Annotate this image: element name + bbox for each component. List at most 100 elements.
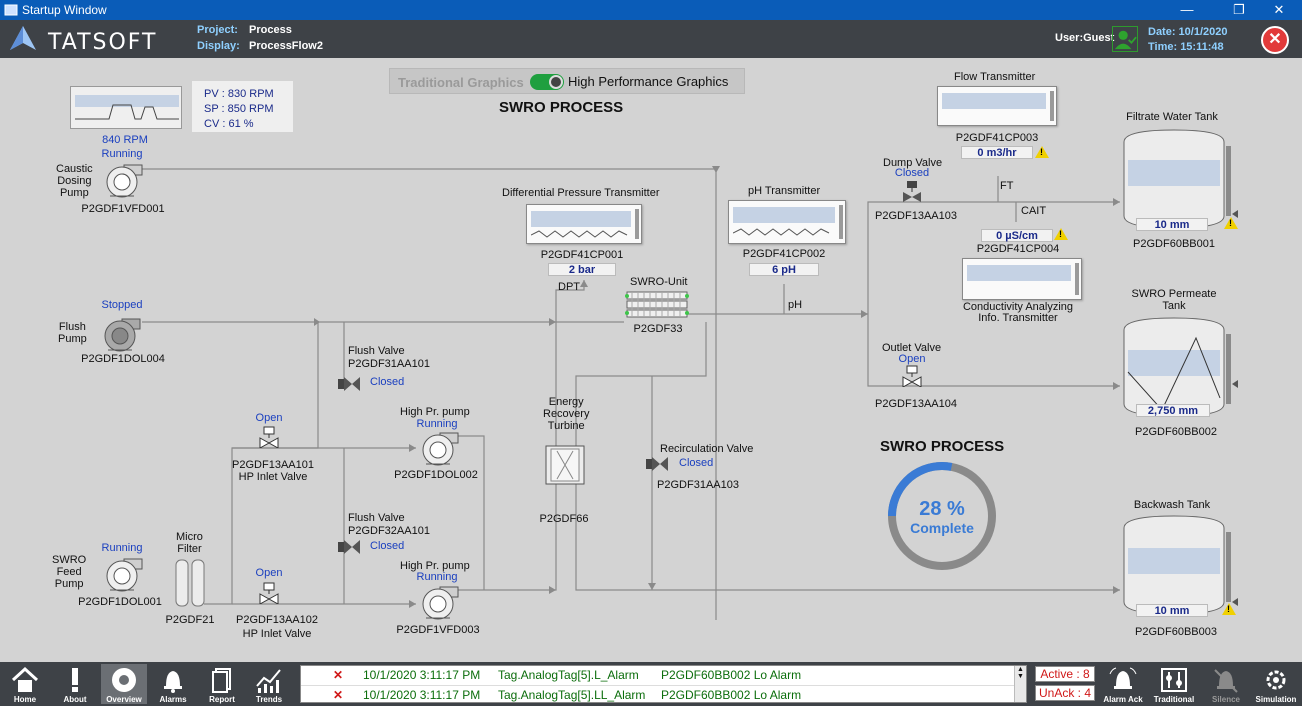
cv-value: CV : 61 % [204, 118, 254, 130]
flush-pump-icon[interactable] [98, 316, 142, 352]
exit-button[interactable]: ✕ [1261, 26, 1289, 54]
close-window-button[interactable]: ✕ [1273, 2, 1285, 17]
hp-inlet-valve-1-status: Open [255, 412, 283, 424]
recirc-valve-tag: P2GDF31AA103 [657, 479, 739, 491]
graphics-toggle[interactable]: Traditional Graphics High Performance Gr… [389, 68, 745, 94]
alarm-date: 10/1/2020 3:11:17 PM [363, 688, 481, 702]
nav-trends[interactable]: Trends [246, 664, 292, 704]
rpm-trend-chart[interactable] [70, 86, 182, 129]
flush-valve-2-tag: P2GDF32AA101 [348, 525, 430, 537]
flush-valve-1-tag: P2GDF31AA101 [348, 358, 430, 370]
filtrate-tank-icon[interactable] [1120, 126, 1240, 234]
nav-report-label: Report [209, 695, 235, 704]
feed-pump-tag: P2GDF1DOL001 [78, 596, 162, 608]
toggle-switch[interactable] [530, 74, 564, 90]
active-counter: Active : 8 [1035, 666, 1095, 682]
nav-alarms-label: Alarms [159, 695, 187, 704]
caustic-pump-status: Running [101, 148, 143, 160]
dpt-screen [531, 211, 631, 227]
dpt-side [635, 209, 639, 239]
hp-inlet-valve-2-name: HP Inlet Valve [242, 628, 312, 640]
alarm-tag: Tag.AnalogTag[5].LL_Alarm [498, 688, 646, 702]
flush-valve-1-icon[interactable] [338, 373, 360, 395]
turbine-icon[interactable] [545, 445, 585, 485]
logo-text: TATSOFT [48, 30, 158, 55]
window-titlebar: Startup Window — ❐ ✕ [0, 0, 1302, 20]
alarm-date: 10/1/2020 3:11:17 PM [363, 668, 481, 682]
permeate-tank-level: 2,750 mm [1136, 404, 1210, 417]
nav-trends-label: Trends [255, 695, 283, 704]
nav-alarm-ack[interactable]: Alarm Ack [1099, 664, 1147, 704]
backwash-tank-level: 10 mm [1136, 604, 1208, 617]
flush-pump-name: Flush Pump [58, 321, 87, 345]
hp-inlet-valve-1-icon[interactable] [258, 426, 280, 448]
alarm-row[interactable]: ✕ 10/1/2020 3:11:17 PM Tag.AnalogTag[5].… [301, 685, 1016, 703]
trend-line [75, 95, 179, 120]
ph-trans-tag: P2GDF41CP002 [742, 248, 826, 260]
recirc-valve-icon[interactable] [646, 453, 668, 475]
ph-transmitter[interactable] [728, 200, 846, 244]
nav-silence[interactable]: Silence [1202, 664, 1250, 704]
feed-pump-icon[interactable] [100, 556, 144, 592]
flush-pump-status: Stopped [101, 299, 143, 311]
flow-warning-icon[interactable]: ! [1035, 146, 1049, 158]
traditional-graphics-label[interactable]: Traditional Graphics [398, 75, 524, 90]
nav-overview[interactable]: Overview [101, 664, 147, 704]
cond-warning-icon[interactable]: ! [1054, 228, 1068, 240]
project-label: Project: [197, 24, 238, 36]
home-icon [11, 666, 39, 692]
cond-side [1075, 263, 1079, 295]
minimize-button[interactable]: — [1180, 2, 1194, 17]
ph-screen [733, 207, 835, 223]
hp-pump-1-tag: P2GDF1DOL002 [394, 469, 478, 481]
filtrate-warning-icon[interactable]: ! [1224, 217, 1238, 229]
alarm-row[interactable]: ✕ 10/1/2020 3:11:17 PM Tag.AnalogTag[5].… [301, 666, 1016, 684]
hp-pump-2-icon[interactable] [416, 584, 460, 620]
alarm-list[interactable]: ✕ 10/1/2020 3:11:17 PM Tag.AnalogTag[5].… [300, 665, 1027, 703]
alarm-message: P2GDF60BB002 Lo Alarm [661, 688, 802, 702]
cond-transmitter[interactable] [962, 258, 1082, 300]
page-title: SWRO PROCESS [499, 99, 624, 116]
display-label: Display: [197, 40, 240, 52]
backwash-warning-icon[interactable]: ! [1222, 603, 1236, 615]
nav-about[interactable]: About [52, 664, 98, 704]
bell-icon [164, 671, 182, 693]
micro-filter-icon[interactable] [174, 558, 206, 608]
outlet-valve-icon[interactable] [901, 365, 923, 387]
swro-unit-icon[interactable] [624, 290, 690, 320]
flush-valve-2-icon[interactable] [338, 536, 360, 558]
nav-simulation[interactable]: Simulation [1252, 664, 1300, 704]
maximize-button[interactable]: ❐ [1233, 2, 1245, 17]
pv-sp-cv-box: PV : 830 RPM SP : 850 RPM CV : 61 % [192, 81, 293, 132]
caustic-pump-icon[interactable] [100, 162, 144, 198]
user-icon[interactable] [1112, 26, 1138, 52]
flush-valve-1-name: Flush Valve [348, 345, 405, 357]
micro-filter-name: Micro Filter [176, 531, 203, 555]
trend-icon [256, 669, 281, 693]
dump-valve-icon[interactable] [901, 180, 923, 202]
caustic-pump-tag: P2GDF1VFD001 [81, 203, 165, 215]
nav-alarms[interactable]: Alarms [150, 664, 196, 704]
cond-value: 0 µS/cm [981, 229, 1053, 242]
hp-pump-1-icon[interactable] [416, 430, 460, 466]
nav-home[interactable]: Home [2, 664, 48, 704]
hp-pump-1-name: High Pr. pump [400, 406, 470, 418]
window-title: Startup Window [22, 3, 107, 17]
nav-simulation-label: Simulation [1255, 695, 1297, 704]
alarm-scrollbar[interactable]: ▲▼ [1014, 666, 1026, 702]
nav-report[interactable]: Report [199, 664, 245, 704]
alarm-error-icon: ✕ [333, 668, 344, 682]
hp-inlet-valve-1-tag: P2GDF13AA101 [232, 459, 314, 471]
flow-transmitter[interactable] [937, 86, 1057, 126]
high-performance-graphics-label[interactable]: High Performance Graphics [568, 74, 729, 89]
nav-traditional[interactable]: Traditional [1150, 664, 1198, 704]
hp-pump-1-status: Running [416, 418, 458, 430]
dpt-transmitter[interactable] [526, 204, 642, 244]
traditional-icon [1161, 668, 1187, 692]
hp-inlet-valve-2-icon[interactable] [258, 582, 280, 604]
recirc-valve-name: Recirculation Valve [660, 443, 754, 455]
micro-filter-tag: P2GDF21 [165, 614, 215, 626]
backwash-tank-icon[interactable] [1120, 512, 1240, 620]
backwash-tank-name: Backwash Tank [1133, 499, 1211, 511]
hp-pump-2-tag: P2GDF1VFD003 [396, 624, 480, 636]
